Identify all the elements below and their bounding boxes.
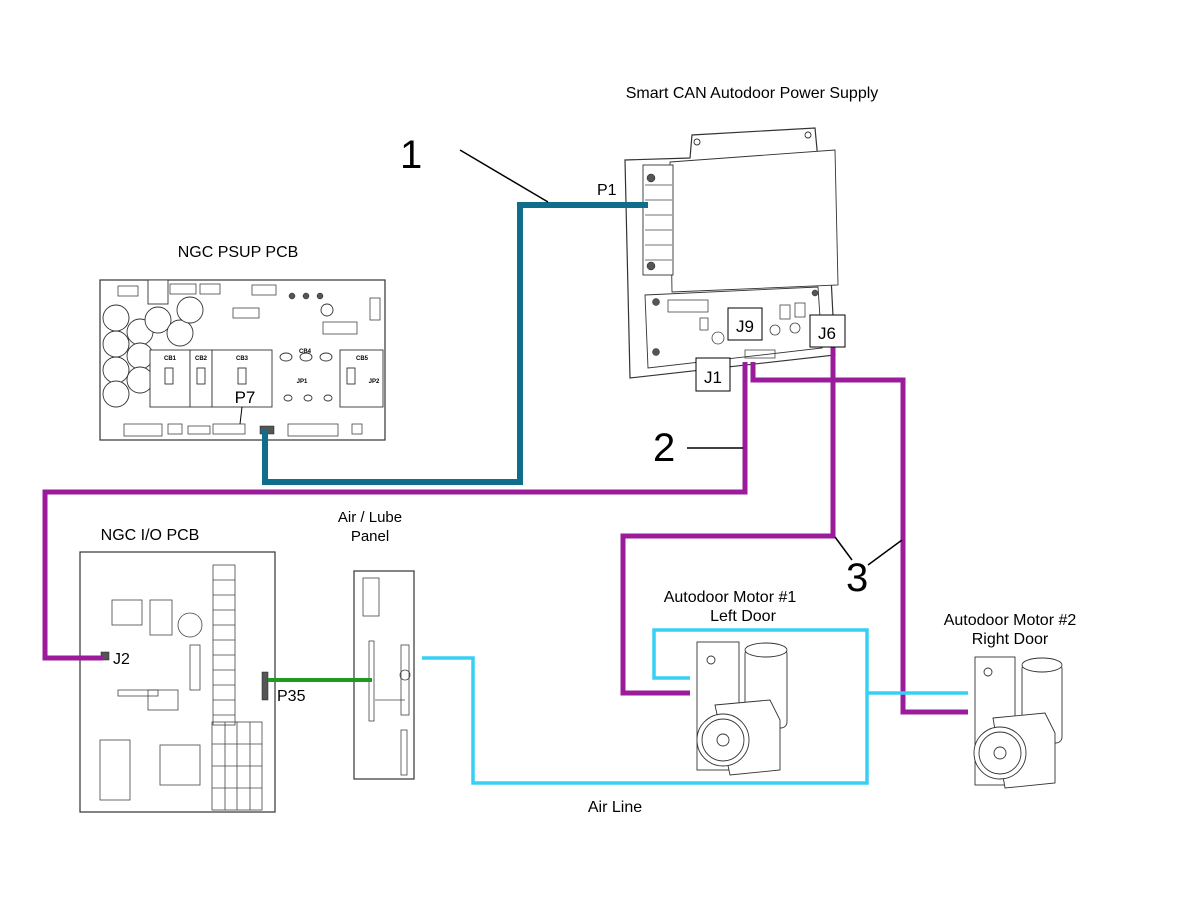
j1-label-box: J1 [695,357,731,392]
cable-3-motor1 [620,340,836,696]
j9-label: J9 [736,317,754,336]
power-supply-cover [669,149,839,293]
io-pcb: NGC I/O PCB J2 P35 [79,527,306,813]
jp1-label: JP1 [297,379,308,385]
toggle-switch-icon [237,367,247,385]
air-line [422,628,968,785]
toggle-switch-icon [346,367,356,385]
screw-icon [804,131,812,139]
relay-column [212,564,236,726]
terminal-strip [642,164,674,276]
psup-pcb-label: NGC PSUP PCB [178,244,299,261]
motor1-label-line1: Autodoor Motor #1 [664,589,797,606]
motor1-label-line2: Left Door [710,608,776,625]
callout-3-number: 3 [846,556,868,600]
j2-label: J2 [113,651,130,668]
screw-icon [693,138,701,146]
jp2-label: JP2 [369,379,380,385]
motor2-label-line1: Autodoor Motor #2 [944,612,1077,629]
callout-3: 3 [834,536,903,600]
io-pcb-board [79,551,276,813]
j1-label: J1 [704,368,722,387]
p35-connector [261,671,269,701]
motor2-label-line2: Right Door [972,631,1049,648]
fuse-block [211,721,263,811]
air-lube-panel: Air / Lube Panel [338,509,415,780]
cb3-label: CB3 [236,356,249,362]
p1-label: P1 [597,182,617,199]
screw-icon [646,173,656,183]
screw-icon [652,298,660,306]
autodoor-motor-1: Autodoor Motor #1 Left Door [664,589,797,776]
toggle-switch-icon [196,367,206,385]
toggle-switch-icon [164,367,174,385]
autodoor-motor-2: Autodoor Motor #2 Right Door [944,612,1077,789]
cb1-label: CB1 [164,356,177,362]
cable-2 [42,362,748,661]
cb5-label: CB5 [356,356,369,362]
screw-icon [811,289,819,297]
j9-label-box: J9 [727,307,763,341]
p7-label: P7 [235,388,256,407]
air-line-label: Air Line [588,799,642,816]
power-supply-label: Smart CAN Autodoor Power Supply [626,85,879,102]
callout-1: 1 [400,133,549,203]
psup-pcb: NGC PSUP PCB CB1 CB2 CB3 CB4 CB5 JP1 JP2 [99,244,386,441]
p35-label: P35 [277,688,306,705]
callout-2: 2 [653,426,743,470]
cable-1 [262,202,648,485]
callout-1-number: 1 [400,133,422,177]
air-lube-label-line1: Air / Lube [338,509,402,526]
callout-2-number: 2 [653,426,675,470]
j6-label-box: J6 [809,314,846,348]
capacitors [102,296,204,408]
air-lube-label-line2: Panel [351,528,389,545]
io-pcb-label: NGC I/O PCB [101,527,200,544]
air-lube-panel-body [353,570,415,780]
cb4-label: CB4 [299,349,312,355]
cb2-label: CB2 [195,356,208,362]
j6-label: J6 [818,324,836,343]
screw-icon [652,348,660,356]
cable-3-motor2 [750,362,968,715]
screw-icon [646,261,656,271]
